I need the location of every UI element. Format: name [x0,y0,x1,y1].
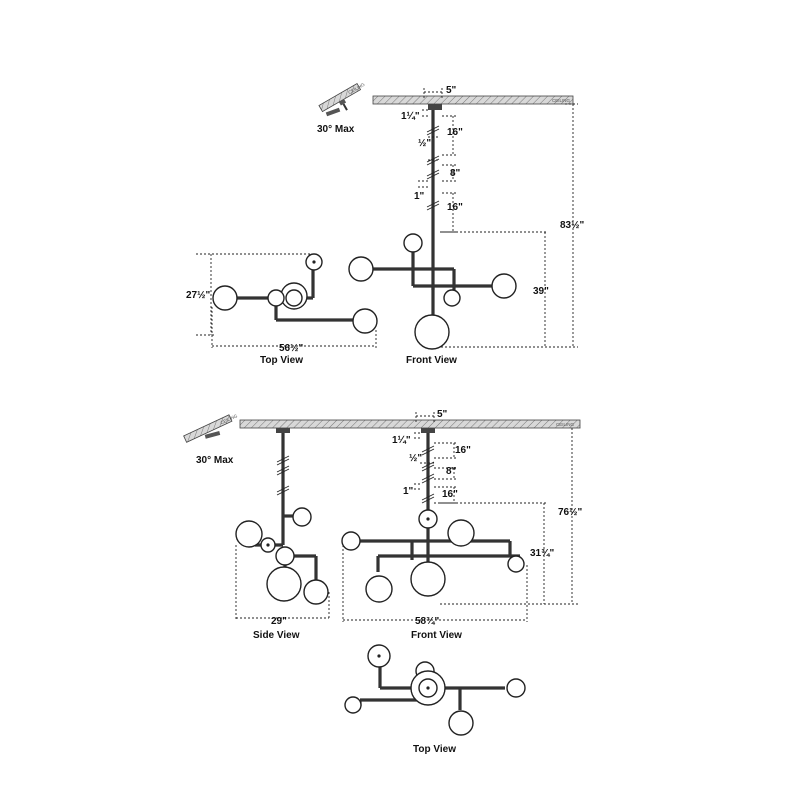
height-dimension-guides-2 [440,428,578,605]
front-view-fixture-1 [348,233,517,350]
height-dimension-guides [433,103,578,348]
slope-max-label-2: 30° Max [196,455,234,466]
front-view-label-2: Front View [411,630,462,641]
stem [426,110,440,290]
sloped-ceiling-icon-2: CEILING [183,413,239,443]
diagram-1: CEILING 30° Max CEILING [186,82,584,366]
diagram-2: CEILING 30° Max CEILING [183,409,582,755]
dim-gap-2-2: 1" [403,486,414,497]
stem-dimension-guides-2 [414,412,458,504]
dim-stem-3-2: 16" [442,489,458,500]
dim-overall-height-2: 76½" [558,507,582,518]
dim-stem-1: 16" [447,127,463,138]
top-view-label-2: Top View [413,744,456,755]
dim-canopy-width-2: 5" [437,409,448,420]
dim-stem-2: 8" [450,168,461,179]
stem-dimension-guides [418,88,456,233]
dim-gap-2: 1" [414,191,425,202]
dim-side-width: 29" [271,616,287,627]
ceiling-label: CEILING [552,98,571,103]
dim-canopy-height-2: 1¼" [392,435,411,446]
top-view-label-1: Top View [260,355,303,366]
sloped-ceiling-icon: CEILING [318,82,366,117]
top-view-dimension-guides-1 [196,253,377,348]
canopy-2 [421,428,435,433]
dim-top-depth: 27½" [186,290,210,301]
ceiling-label-2: CEILING [556,422,575,427]
front-view-label-1: Front View [406,355,457,366]
top-view-fixture-2 [344,644,526,736]
front-view-fixture-2 [341,509,525,603]
dim-canopy-width: 5" [446,85,457,96]
dim-stem-3: 16" [447,202,463,213]
dim-stem-1-2: 16" [455,445,471,456]
slope-max-label: 30° Max [317,124,355,135]
side-view-fixture [235,428,329,605]
side-view-label: Side View [253,630,300,641]
dim-gap-1: ½" [418,138,431,149]
dim-front-width: 58¾" [415,616,439,627]
side-view-dimension-guides [235,545,330,620]
dim-gap-1-2: ½" [409,453,422,464]
dim-overall-height: 83½" [560,220,584,231]
ceiling-bar: CEILING [372,95,574,105]
dim-fixture-height: 39" [533,286,549,297]
front-view-dimension-guides-2 [342,545,528,622]
stem-2 [421,433,435,520]
dim-stem-2-2: 8" [446,466,457,477]
ceiling-bar-2: CEILING [239,419,581,429]
dim-top-width: 56½" [279,343,303,354]
top-view-fixture-1 [212,253,378,334]
dim-canopy-height: 1¼" [401,111,420,122]
dim-fixture-height-2: 31¾" [530,548,554,559]
canopy [428,104,442,110]
